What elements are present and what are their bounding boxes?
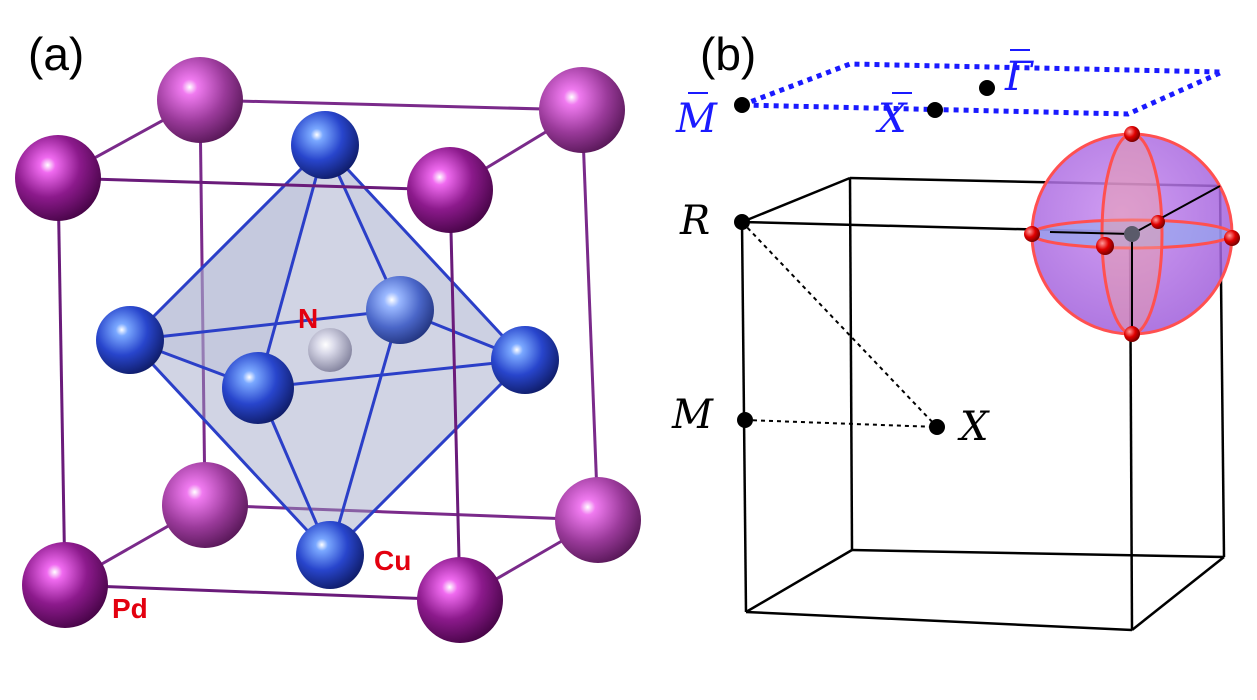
copper-atom	[291, 111, 359, 179]
m-point	[737, 412, 753, 428]
m-bar-label: M	[675, 96, 718, 142]
palladium-atom	[162, 462, 248, 548]
copper-atom	[222, 352, 294, 424]
palladium-atom	[407, 147, 493, 233]
fermi-sphere-pocket	[1024, 126, 1240, 342]
panel-b-label: (b)	[700, 28, 756, 80]
nitrogen-label: N	[298, 303, 318, 334]
m-to-x-path	[744, 419, 938, 428]
x-point	[929, 419, 945, 435]
copper-atom	[366, 276, 434, 344]
palladium-atom	[15, 135, 101, 221]
panel-a: (a)	[15, 28, 641, 643]
r-to-x-path	[741, 221, 938, 428]
copper-atom	[296, 521, 364, 589]
panel-b: (b) M X Γ R M	[671, 28, 1240, 632]
palladium-atom	[539, 67, 625, 153]
r-label: R	[679, 198, 710, 244]
palladium-atom	[22, 542, 108, 628]
copper-atom	[96, 306, 164, 374]
gamma-bar-label: Γ	[1004, 54, 1034, 100]
x-bar-point	[927, 102, 943, 118]
r-point	[734, 214, 750, 230]
x-bar-label: X	[875, 96, 908, 142]
palladium-label: Pd	[112, 593, 148, 624]
palladium-atom	[157, 57, 243, 143]
m-bar-point	[734, 97, 750, 113]
palladium-atom	[555, 477, 641, 563]
unit-cell-front-edges	[56, 176, 462, 602]
nitrogen-atom	[308, 328, 352, 372]
palladium-atom	[417, 557, 503, 643]
x-label: X	[957, 404, 990, 450]
panel-a-label: (a)	[28, 28, 84, 80]
copper-atom	[491, 326, 559, 394]
gamma-bar-point	[979, 80, 995, 96]
m-label: M	[671, 392, 714, 438]
copper-label: Cu	[374, 545, 411, 576]
